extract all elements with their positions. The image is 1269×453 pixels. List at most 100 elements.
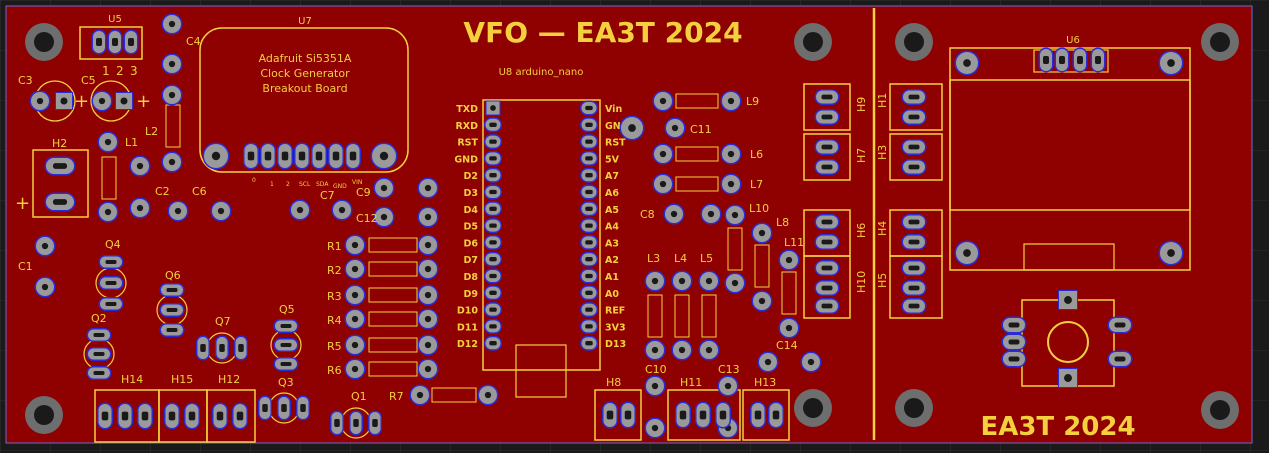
u8-pin [484, 117, 502, 133]
mount-hole [25, 396, 63, 434]
ref-c14: C14 [776, 339, 798, 352]
ref-c7: C7 [320, 189, 335, 202]
l9-body [675, 93, 719, 109]
u7-pin [294, 142, 310, 170]
ref-c1: C1 [18, 260, 33, 273]
u8-pin [484, 318, 502, 334]
header-pin [901, 109, 927, 125]
board-outline [5, 5, 1253, 444]
footer-text: EA3T 2024 [980, 412, 1135, 442]
u7-pin-label: GND [333, 183, 347, 190]
u5-pin-3: 3 [130, 64, 138, 78]
ref-h13: H13 [754, 376, 776, 389]
l8-pin [751, 290, 773, 312]
u8-usb [515, 344, 567, 398]
u8-pin-label: A1 [605, 272, 619, 283]
ref-h10: H10 [855, 271, 868, 293]
u8-pin [484, 268, 502, 284]
ref-c2: C2 [155, 185, 170, 198]
u7-pin-labels: 0 1 2 SCL SDA GND VIN [252, 177, 362, 190]
q5-pin [273, 357, 299, 371]
h14-pin [97, 402, 113, 430]
u6-mount [954, 50, 980, 76]
ref-l1: L1 [125, 136, 138, 149]
l11-pin [778, 249, 800, 271]
u8-pin [580, 100, 598, 116]
header-pin [814, 89, 840, 105]
u8-pin [580, 218, 598, 234]
q5-pin [273, 319, 299, 333]
u6-mount [954, 240, 980, 266]
u6-header [1033, 49, 1109, 73]
l6-pin [720, 143, 742, 165]
h8-pin [602, 401, 618, 429]
header-pin [901, 159, 927, 175]
u8-pin-label: RST [605, 138, 626, 149]
u7-pin [277, 142, 293, 170]
r7-pin [477, 384, 499, 406]
u8-pin [580, 302, 598, 318]
resistor-pin [344, 334, 366, 356]
header-pin [901, 214, 927, 230]
ref-l11: L11 [784, 236, 804, 249]
ref-l4: L4 [674, 252, 687, 265]
mount-hole [1201, 23, 1239, 61]
u8-pin [580, 150, 598, 166]
resistor-pin [417, 334, 439, 356]
ref-q4: Q4 [105, 238, 121, 251]
encoder-pin [1001, 316, 1027, 334]
ref-h4: H4 [876, 221, 889, 236]
l8-pin [751, 222, 773, 244]
u8-pin [484, 302, 502, 318]
u8-outline [482, 99, 601, 371]
u7-line-1: Adafruit Si5351A [259, 52, 352, 65]
ref-q1: Q1 [351, 390, 367, 403]
c2-pin [129, 155, 151, 177]
ref-h2: H2 [52, 137, 67, 150]
c8-pin [700, 203, 722, 225]
l2-pin [161, 151, 183, 173]
h12-pin [212, 402, 228, 430]
l2-pin [161, 84, 183, 106]
u7-pin [260, 142, 276, 170]
c9-pin [373, 177, 395, 199]
r7-body [431, 387, 477, 403]
u8-pin [484, 234, 502, 250]
l4-body [674, 294, 690, 338]
ref-l3: L3 [647, 252, 660, 265]
q2-pin [86, 328, 112, 342]
c11-pin [664, 117, 686, 139]
c12-pin [417, 206, 439, 228]
ref-l10: L10 [749, 202, 769, 215]
h9-outline [803, 83, 851, 131]
u8-pin-label: RXD [455, 121, 478, 132]
u8-pin-label: D5 [464, 222, 479, 233]
u6-pin [1072, 47, 1088, 73]
u5-pin [91, 29, 107, 55]
u8-pin-label: D11 [457, 322, 478, 333]
h15-pin [164, 402, 180, 430]
q5-pin [273, 338, 299, 352]
coil-pin [698, 339, 720, 361]
header-pin [814, 298, 840, 314]
l7-body [675, 176, 719, 192]
header-pin [814, 234, 840, 250]
u6-mount [1158, 50, 1184, 76]
u5-pin-1: 1 [102, 64, 110, 78]
mount-hole [794, 389, 832, 427]
ref-l7: L7 [750, 178, 763, 191]
q7-pin [196, 335, 210, 361]
c7-pin [331, 199, 353, 221]
pads [29, 13, 1184, 439]
u8-pin-label: 5V [605, 154, 620, 165]
h3-outline [889, 133, 943, 181]
h13-pin [750, 401, 766, 429]
u8-pin [580, 134, 598, 150]
u8-pin [485, 100, 501, 116]
resistor-pin [417, 308, 439, 330]
q1-pin [349, 410, 363, 436]
r5-body [368, 337, 418, 353]
q2-pin [86, 347, 112, 361]
l11-pin [778, 317, 800, 339]
